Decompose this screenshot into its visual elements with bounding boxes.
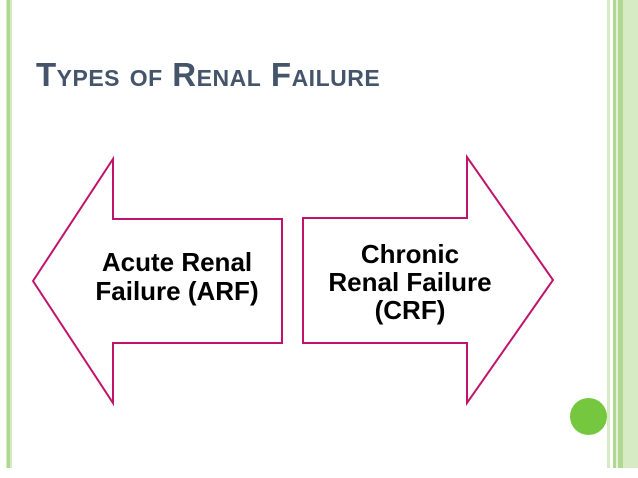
right-arrow-label: Chronic Renal Failure (CRF) — [310, 240, 510, 324]
left-border-stripe — [6, 0, 12, 468]
left-arrow-label: Acute Renal Failure (ARF) — [77, 248, 277, 306]
right-arrow-shape — [302, 153, 555, 407]
right-arrow-label-line3: (CRF) — [374, 295, 446, 325]
accent-circle-decoration — [570, 398, 607, 435]
right-arrow-label-line2: Renal Failure — [328, 267, 492, 297]
slide-title: Types of Renal Failure — [36, 56, 381, 93]
right-border-stripes — [607, 0, 638, 468]
left-arrow-label-line1: Acute Renal — [101, 247, 253, 277]
right-arrow-label-line1: Chronic — [360, 239, 460, 269]
left-arrow-shape — [31, 155, 283, 407]
left-arrow-label-line2: Failure (ARF) — [95, 276, 259, 306]
